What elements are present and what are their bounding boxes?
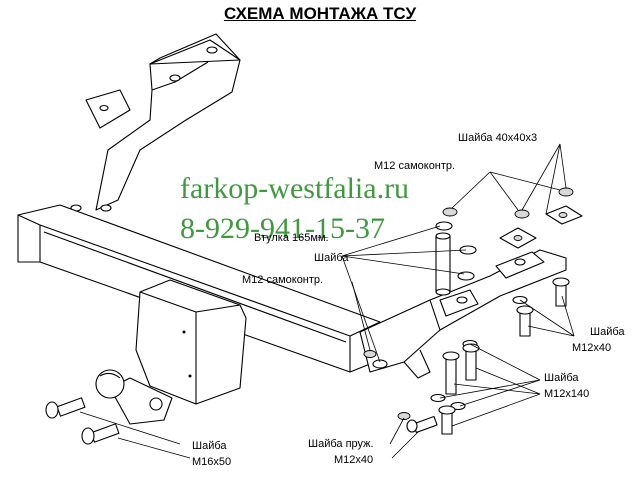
label-washer-spring: Шайба пруж. (308, 438, 374, 450)
square-washers (499, 205, 583, 249)
label-m12x140: М12х140 (544, 388, 590, 400)
top-fasteners (435, 187, 574, 281)
mid-fasteners (363, 350, 388, 369)
label-washer-right-2: Шайба (544, 372, 579, 384)
label-washer-mid: Шайба (314, 252, 349, 264)
leader-lines (79, 143, 575, 459)
right-bolts (430, 277, 570, 435)
label-washer-right-1: Шайба (590, 326, 625, 338)
label-washer-40x40x3: Шайба 40х40х3 (458, 132, 538, 144)
label-m16x50: М16х50 (192, 456, 232, 468)
label-m12-selflock-mid: М12 самоконтр. (242, 274, 324, 286)
label-bushing-165: Втулка 165мм. (254, 232, 329, 244)
watermark-site: farkop-westfalia.ru (180, 172, 410, 205)
label-m12x40-right: М12х40 (572, 342, 612, 354)
diagram-title: СХЕМА МОНТАЖА ТСУ (223, 4, 417, 23)
cross-beam (17, 204, 381, 373)
watermark-phone: 8-929-941-15-37 (180, 212, 385, 245)
bushing (435, 232, 451, 296)
left-bolts (45, 397, 120, 445)
bottom-bolts (397, 412, 438, 434)
label-washer-left: Шайба (192, 440, 227, 452)
right-bracket (359, 249, 567, 379)
label-m12-selflock-top: М12 самоконтр. (374, 160, 456, 172)
tow-ball (95, 369, 173, 425)
left-bracket (70, 33, 241, 212)
label-m12x40-bottom: М12х40 (334, 454, 374, 466)
hitch-plate (135, 279, 247, 405)
